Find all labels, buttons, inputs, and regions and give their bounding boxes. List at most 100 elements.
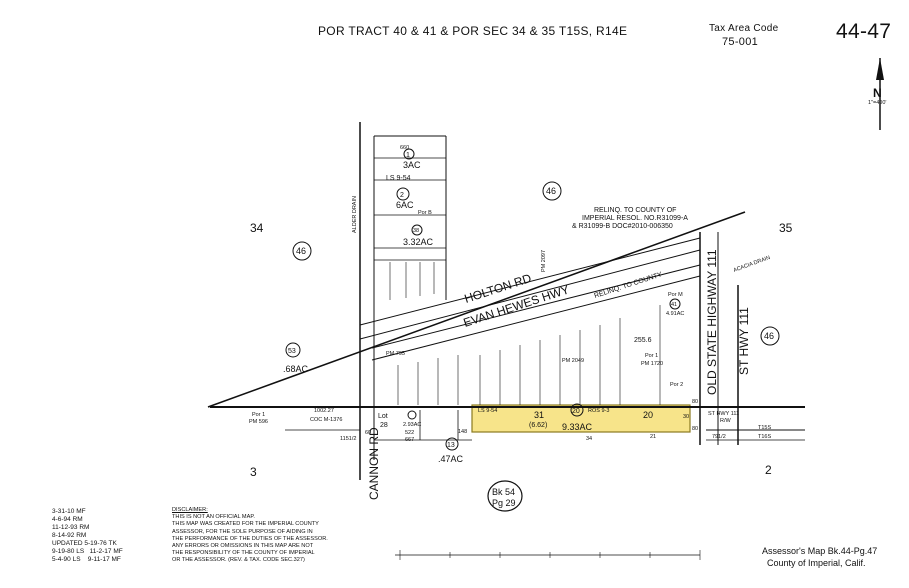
update-list: 3-31-10 MF 4-6-94 RM 11-12-93 RM 8-14-92… <box>52 508 123 564</box>
parcel-dimension: 34 <box>586 436 592 442</box>
township-label: T16S <box>758 434 771 440</box>
parcel-acres: 9.33AC <box>562 422 593 432</box>
lot-label: Lot <box>378 413 388 420</box>
parcel-number: 41 <box>671 302 677 308</box>
relinq-line: & R31099-B DOC#2010-006350 <box>572 223 673 230</box>
svg-text:46: 46 <box>764 331 774 341</box>
disclaimer-line: ANY ERRORS OR OMISSIONS IN THIS MAP ARE … <box>172 543 314 550</box>
rw-label: R/W <box>720 418 732 424</box>
parcel-dimension: 30 <box>683 414 689 420</box>
disclaimer-line: ASSESSOR, FOR THE SOLE PURPOSE OF AIDING… <box>172 528 313 535</box>
parcel-dimension: 148 <box>458 429 467 435</box>
relinq-line: IMPERIAL RESOL. NO.R31099-A <box>582 215 688 222</box>
svg-text:46: 46 <box>546 186 556 196</box>
parcel-acres: (6.62) <box>529 422 547 429</box>
section-35: 35 <box>779 221 793 235</box>
parcel-number: 13 <box>447 442 455 449</box>
parcel-number: 53 <box>288 348 296 355</box>
parcel-dimension: 1151/2 <box>340 436 356 442</box>
cannon-rd-label: CANNON RD <box>367 427 381 500</box>
svg-text:46: 46 <box>296 246 306 256</box>
parcel-number: 31 <box>534 410 544 420</box>
svg-text:Bk 54: Bk 54 <box>492 487 515 497</box>
parcel-dimension: 667 <box>405 437 414 443</box>
parcel-map-ref: PM 2049 <box>562 358 584 364</box>
lot-split-label: LS 9-54 <box>386 175 411 182</box>
parcel-number: 2 <box>400 192 404 199</box>
parcel-por: Por B <box>418 210 432 216</box>
parcel-acres: 4.91AC <box>666 311 684 317</box>
parcel-acres: .68AC <box>283 364 309 374</box>
parcel-number: 20 <box>643 410 653 420</box>
disclaimer-heading: DISCLAIMER: <box>172 507 208 513</box>
parcel-dimension: 791/2 <box>712 434 726 440</box>
north-arrow-icon: N 1"=400' <box>868 58 886 130</box>
parcel-acres: 3.32AC <box>403 237 434 247</box>
ros-label: ROS 9-3 <box>588 408 609 414</box>
parcel-map-ref: PM 596 <box>249 419 268 425</box>
lot-split-label: LS 9-54 <box>478 408 497 414</box>
parcel-por: Por 1 <box>645 353 658 359</box>
acacia-drain-label: ACACIA DRAIN <box>733 255 772 274</box>
disclaimer: DISCLAIMER: THIS IS NOT AN OFFICIAL MAP.… <box>172 507 328 565</box>
parcel-map-ref: PM 795 <box>386 351 405 357</box>
rw-label: ST HWY 111 <box>708 411 739 417</box>
update-entry: UPDATED 5-19-76 TK <box>52 540 117 547</box>
parcel-por: Por 2 <box>670 382 683 388</box>
disclaimer-line: THE PERFORMANCE OF THE DUTIES OF THE ASS… <box>172 535 328 542</box>
north-letter: N <box>873 86 882 100</box>
disclaimer-line: THE RESPONSIBILITY OF THE COUNTY OF IMPE… <box>172 550 315 557</box>
page-circle-46: 46 <box>760 326 780 346</box>
parcel-number: 38 <box>413 228 419 234</box>
disclaimer-line: THIS MAP WAS CREATED FOR THE IMPERIAL CO… <box>172 521 319 528</box>
parcel-acres: .47AC <box>438 454 464 464</box>
disclaimer-line: OR THE ASSESSOR. (REV. & TAX. CODE SEC.3… <box>172 557 305 564</box>
parcel-dimension: 660 <box>400 145 409 151</box>
parcel-acres: 3AC <box>403 160 421 170</box>
section-3: 3 <box>250 465 257 479</box>
update-entry: 8-14-92 RM <box>52 532 87 539</box>
map-number: 44-47 <box>836 20 892 43</box>
update-entry: 3-31-10 MF <box>52 508 86 515</box>
parcel-acres: 6AC <box>396 200 414 210</box>
page-circle-46: 46 <box>542 181 562 201</box>
section-lines <box>207 122 805 556</box>
parcel-map-ref: PM 1720 <box>641 361 663 367</box>
map-title: POR TRACT 40 & 41 & POR SEC 34 & 35 T15S… <box>318 24 628 38</box>
footer-map-ref: Assessor's Map Bk.44-Pg.47 <box>762 546 878 556</box>
parcel-acres: 255.6 <box>634 337 652 344</box>
parcel-por: Por 1 <box>252 412 265 418</box>
st-hwy-111-label: ST HWY 111 <box>737 307 751 375</box>
parcel-por: Por M <box>668 292 683 298</box>
old-state-hwy-label: OLD STATE HIGHWAY 111 <box>705 249 719 395</box>
tax-area-label: Tax Area Code <box>709 23 779 34</box>
svg-text:Pg 29: Pg 29 <box>492 498 516 508</box>
parcel-number: 20 <box>572 408 580 415</box>
tax-area-code: 75-001 <box>722 36 759 48</box>
highlighted-parcel <box>471 404 691 433</box>
parcel-acres: 2.93AC <box>403 422 421 428</box>
page-circle-46: 46 <box>292 241 312 261</box>
footer-county: County of Imperial, Calif. <box>767 558 866 568</box>
update-entry: 5-4-90 LS 9-11-17 MF <box>52 556 121 563</box>
parcel-map-ref: PM 2097 <box>541 250 547 272</box>
relinq-line: RELINQ. TO COUNTY OF <box>594 207 676 214</box>
alder-drain-label: ALDER DRAIN <box>352 196 358 233</box>
update-entry: 4-6-94 RM <box>52 516 83 523</box>
parcel-dimension: 80 <box>692 426 698 432</box>
parcel-dimension: 522 <box>405 430 414 436</box>
parcel-dimension: 1002.27 <box>314 408 334 414</box>
disclaimer-line: THIS IS NOT AN OFFICIAL MAP. <box>172 514 255 521</box>
update-entry: 11-12-93 RM <box>52 524 90 531</box>
parcel-dimension: 60 <box>365 430 371 436</box>
township-label: T15S <box>758 425 771 431</box>
update-entry: 9-19-80 LS 11-2-17 MF <box>52 548 123 555</box>
parcel-number: 1 <box>406 152 410 159</box>
section-34: 34 <box>250 221 264 235</box>
coc-label: COC M-1376 <box>310 417 342 423</box>
parcel-dimension: 80 <box>692 399 698 405</box>
scale-bar <box>399 550 701 560</box>
lot-label: 28 <box>380 422 388 429</box>
book-page-reference: Bk 54 Pg 29 <box>487 480 523 512</box>
